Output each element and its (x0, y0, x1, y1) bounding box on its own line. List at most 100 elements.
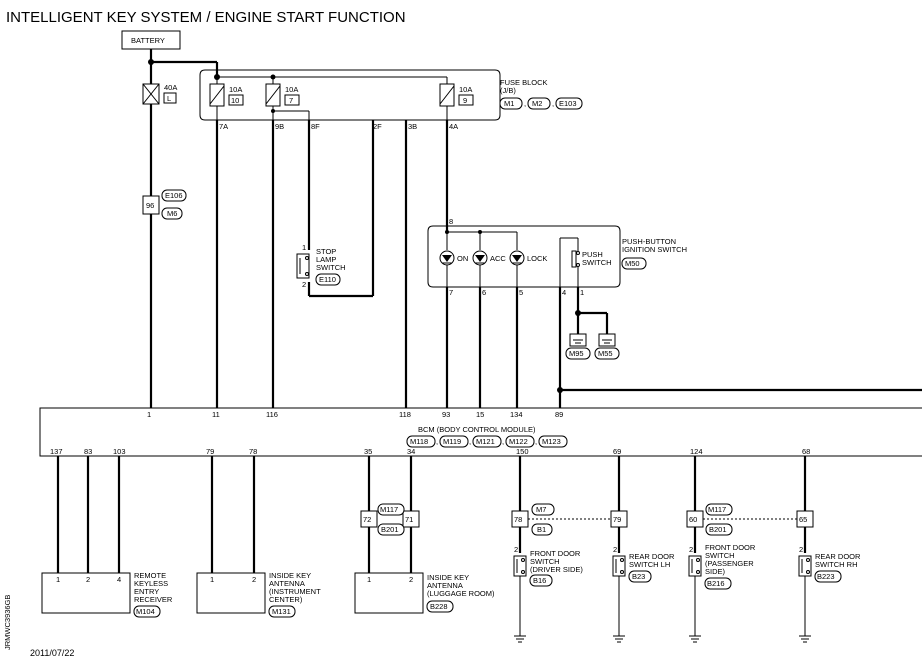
svg-text:REMOTE: REMOTE (134, 571, 166, 580)
svg-text:IGNITION SWITCH: IGNITION SWITCH (622, 245, 687, 254)
ground-icon (689, 635, 701, 643)
led-acc-icon (472, 250, 488, 266)
svg-text:M121: M121 (476, 437, 495, 446)
svg-text:SWITCH: SWITCH (582, 258, 612, 267)
svg-text:1: 1 (210, 575, 214, 584)
svg-text:M122: M122 (509, 437, 528, 446)
svg-text:M7: M7 (536, 505, 546, 514)
svg-text:B1: B1 (537, 525, 546, 534)
svg-text:LOCK: LOCK (527, 254, 547, 263)
svg-text:78: 78 (249, 447, 257, 456)
svg-text:E103: E103 (559, 99, 577, 108)
svg-text:SWITCH: SWITCH (530, 557, 560, 566)
svg-text:M55: M55 (598, 349, 613, 358)
push-button-ignition-switch (427, 225, 621, 288)
svg-text:60: 60 (689, 515, 697, 524)
svg-text:83: 83 (84, 447, 92, 456)
svg-text:2: 2 (252, 575, 256, 584)
svg-text:69: 69 (613, 447, 621, 456)
push-switch-contact (571, 250, 577, 268)
svg-text:ANTENNA: ANTENNA (427, 581, 463, 590)
svg-text:REAR DOOR: REAR DOOR (815, 552, 861, 561)
svg-text:RECEIVER: RECEIVER (134, 595, 173, 604)
ground-icon (799, 635, 811, 643)
svg-text:(LUGGAGE ROOM): (LUGGAGE ROOM) (427, 589, 495, 598)
svg-text:SWITCH: SWITCH (316, 263, 346, 272)
fuse-block-outline (199, 69, 501, 121)
svg-text:FRONT DOOR: FRONT DOOR (530, 549, 581, 558)
bcm-label: BCM (BODY CONTROL MODULE) (418, 425, 536, 434)
svg-text:79: 79 (613, 515, 621, 524)
diagram-date: 2011/07/22 (30, 648, 74, 658)
svg-text:ACC: ACC (490, 254, 506, 263)
svg-text:1: 1 (56, 575, 60, 584)
svg-text:M119: M119 (443, 437, 461, 446)
ground-icon (514, 635, 526, 643)
svg-text:REAR DOOR: REAR DOOR (629, 552, 675, 561)
svg-text:2: 2 (799, 545, 803, 554)
svg-text:4: 4 (117, 575, 121, 584)
svg-text:9B: 9B (275, 122, 284, 131)
svg-text:6: 6 (482, 288, 486, 297)
svg-text:78: 78 (514, 515, 522, 524)
svg-text:2: 2 (86, 575, 90, 584)
svg-text:M123: M123 (542, 437, 561, 446)
svg-text:M118: M118 (410, 437, 428, 446)
svg-text:93: 93 (442, 410, 450, 419)
svg-text:137: 137 (50, 447, 63, 456)
svg-text:CENTER): CENTER) (269, 595, 303, 604)
diagram-title: INTELLIGENT KEY SYSTEM / ENGINE START FU… (6, 9, 406, 26)
svg-text:B216: B216 (707, 579, 725, 588)
svg-text:M117: M117 (708, 505, 726, 514)
svg-text:B23: B23 (632, 572, 645, 581)
svg-text:79: 79 (206, 447, 214, 456)
svg-text:10A: 10A (229, 85, 242, 94)
svg-text:10A: 10A (285, 85, 298, 94)
svg-text:SWITCH LH: SWITCH LH (629, 560, 670, 569)
ground-m55-icon (598, 333, 616, 347)
svg-text:150: 150 (516, 447, 529, 456)
svg-text:7A: 7A (219, 122, 228, 131)
diagram-code: JRMWC3936GB (3, 595, 12, 650)
svg-text:1: 1 (302, 243, 306, 252)
battery-label: BATTERY (131, 36, 165, 45)
ground-icon (613, 635, 625, 643)
svg-text:4: 4 (562, 288, 566, 297)
fuse-block-label: FUSE BLOCK (500, 78, 548, 87)
remote-keyless-entry-receiver (41, 572, 131, 614)
svg-text:89: 89 (555, 410, 563, 419)
svg-text:E110: E110 (319, 275, 336, 284)
svg-text:M104: M104 (136, 607, 155, 616)
svg-text:(INSTRUMENT: (INSTRUMENT (269, 587, 321, 596)
svg-text:2: 2 (613, 545, 617, 554)
svg-text:7: 7 (289, 96, 293, 105)
svg-text:B201: B201 (709, 525, 727, 534)
svg-text:SWITCH RH: SWITCH RH (815, 560, 858, 569)
svg-text:SWITCH: SWITCH (705, 551, 735, 560)
svg-text:2F: 2F (373, 122, 382, 131)
ground-m95-icon (569, 333, 587, 347)
svg-text:9: 9 (463, 96, 467, 105)
svg-text:7: 7 (449, 288, 453, 297)
svg-text:E106: E106 (165, 191, 183, 200)
svg-text:10: 10 (231, 96, 239, 105)
svg-text:B223: B223 (817, 572, 835, 581)
svg-text:2: 2 (302, 280, 306, 289)
svg-text:(J/B): (J/B) (500, 86, 516, 95)
svg-text:LAMP: LAMP (316, 255, 336, 264)
inside-key-antenna-instrument-center (196, 572, 266, 614)
svg-text:5: 5 (519, 288, 523, 297)
svg-text:M6: M6 (167, 209, 177, 218)
svg-text:SIDE): SIDE) (705, 567, 726, 576)
svg-text:71: 71 (405, 515, 413, 524)
svg-text:118: 118 (399, 410, 411, 419)
svg-text:M131: M131 (272, 607, 291, 616)
svg-text:2: 2 (514, 545, 518, 554)
svg-text:INSIDE KEY: INSIDE KEY (269, 571, 311, 580)
led-lock-icon (509, 250, 525, 266)
svg-text:,: , (535, 437, 537, 446)
svg-text:4A: 4A (449, 122, 458, 131)
svg-text:1: 1 (147, 410, 151, 419)
svg-text:,: , (469, 437, 471, 446)
